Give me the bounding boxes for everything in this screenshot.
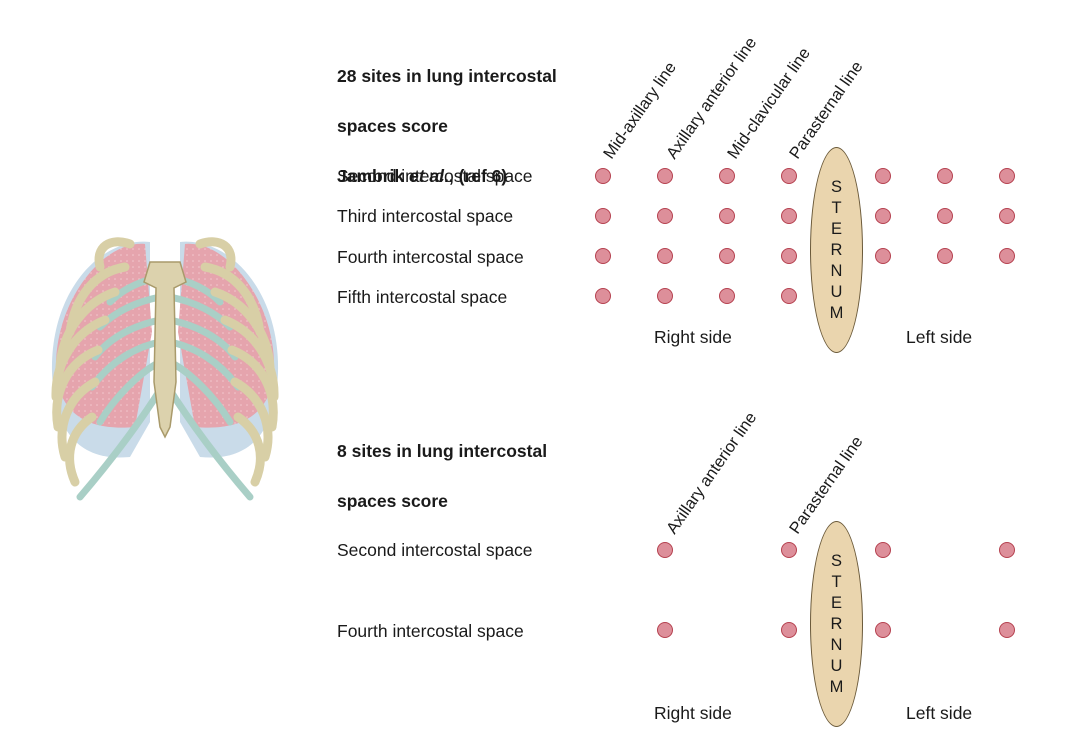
site-dot <box>999 542 1015 558</box>
sternum-letter: T <box>831 572 842 591</box>
sternum-letter: M <box>829 303 844 322</box>
site-dot <box>781 542 797 558</box>
right-side-label: Right side <box>654 327 732 347</box>
site-dot <box>719 248 735 264</box>
left-side-label: Left side <box>906 327 973 347</box>
site-dot <box>657 248 673 264</box>
site-dot <box>657 208 673 224</box>
site-dot <box>875 248 891 264</box>
sternum-letter: U <box>830 282 843 301</box>
section1-title: 28 sites in lung intercostal spaces scor… <box>337 66 557 186</box>
sternum-letter: R <box>830 240 843 259</box>
row-label: Fourth intercostal space <box>337 621 524 641</box>
site-dot <box>999 208 1015 224</box>
site-dot <box>875 542 891 558</box>
sternum-letter: S <box>830 177 842 196</box>
row-label: Fifth intercostal space <box>337 287 508 307</box>
site-dot <box>719 168 735 184</box>
site-dot <box>875 622 891 638</box>
site-dot <box>595 288 611 304</box>
site-dot <box>781 248 797 264</box>
site-dot <box>937 168 953 184</box>
sternum-letter: M <box>829 677 844 696</box>
site-dot <box>781 288 797 304</box>
site-dot <box>937 208 953 224</box>
site-dot <box>999 168 1015 184</box>
site-dot <box>595 248 611 264</box>
sternum-letter: S <box>830 551 842 570</box>
sternum-letter: E <box>830 593 842 612</box>
site-dot <box>999 248 1015 264</box>
site-dot <box>875 168 891 184</box>
rib-cage-illustration <box>51 237 279 501</box>
site-dot <box>595 168 611 184</box>
site-dot <box>937 248 953 264</box>
site-dot <box>781 622 797 638</box>
section2-title: 8 sites in lung intercostal spaces score <box>337 441 548 511</box>
row-label: Third intercostal space <box>337 206 514 226</box>
row-label: Fourth intercostal space <box>337 247 524 267</box>
sternum-letter: N <box>830 261 843 280</box>
site-dot <box>999 622 1015 638</box>
site-dot <box>781 208 797 224</box>
site-dot <box>657 542 673 558</box>
column-label: Axillary anterior line <box>663 409 761 538</box>
sternum-letter: T <box>831 198 842 217</box>
site-dot <box>719 208 735 224</box>
right-side-label: Right side <box>654 703 732 723</box>
site-dot <box>657 622 673 638</box>
site-dot <box>657 168 673 184</box>
sternum-letter: U <box>830 656 843 675</box>
row-label: Second intercostal space <box>337 540 533 560</box>
sternum: S T E R N U M <box>810 147 863 353</box>
sternum-letter: E <box>830 219 842 238</box>
sternum-letter: N <box>830 635 843 654</box>
row-label: Second intercostal space <box>337 166 533 186</box>
sternum-letter: R <box>830 614 843 633</box>
site-dot <box>657 288 673 304</box>
left-side-label: Left side <box>906 703 973 723</box>
sternum: S T E R N U M <box>810 521 863 727</box>
site-dot <box>875 208 891 224</box>
column-label: Parasternal line <box>786 433 867 538</box>
site-dot <box>781 168 797 184</box>
site-dot <box>595 208 611 224</box>
site-dot <box>719 288 735 304</box>
